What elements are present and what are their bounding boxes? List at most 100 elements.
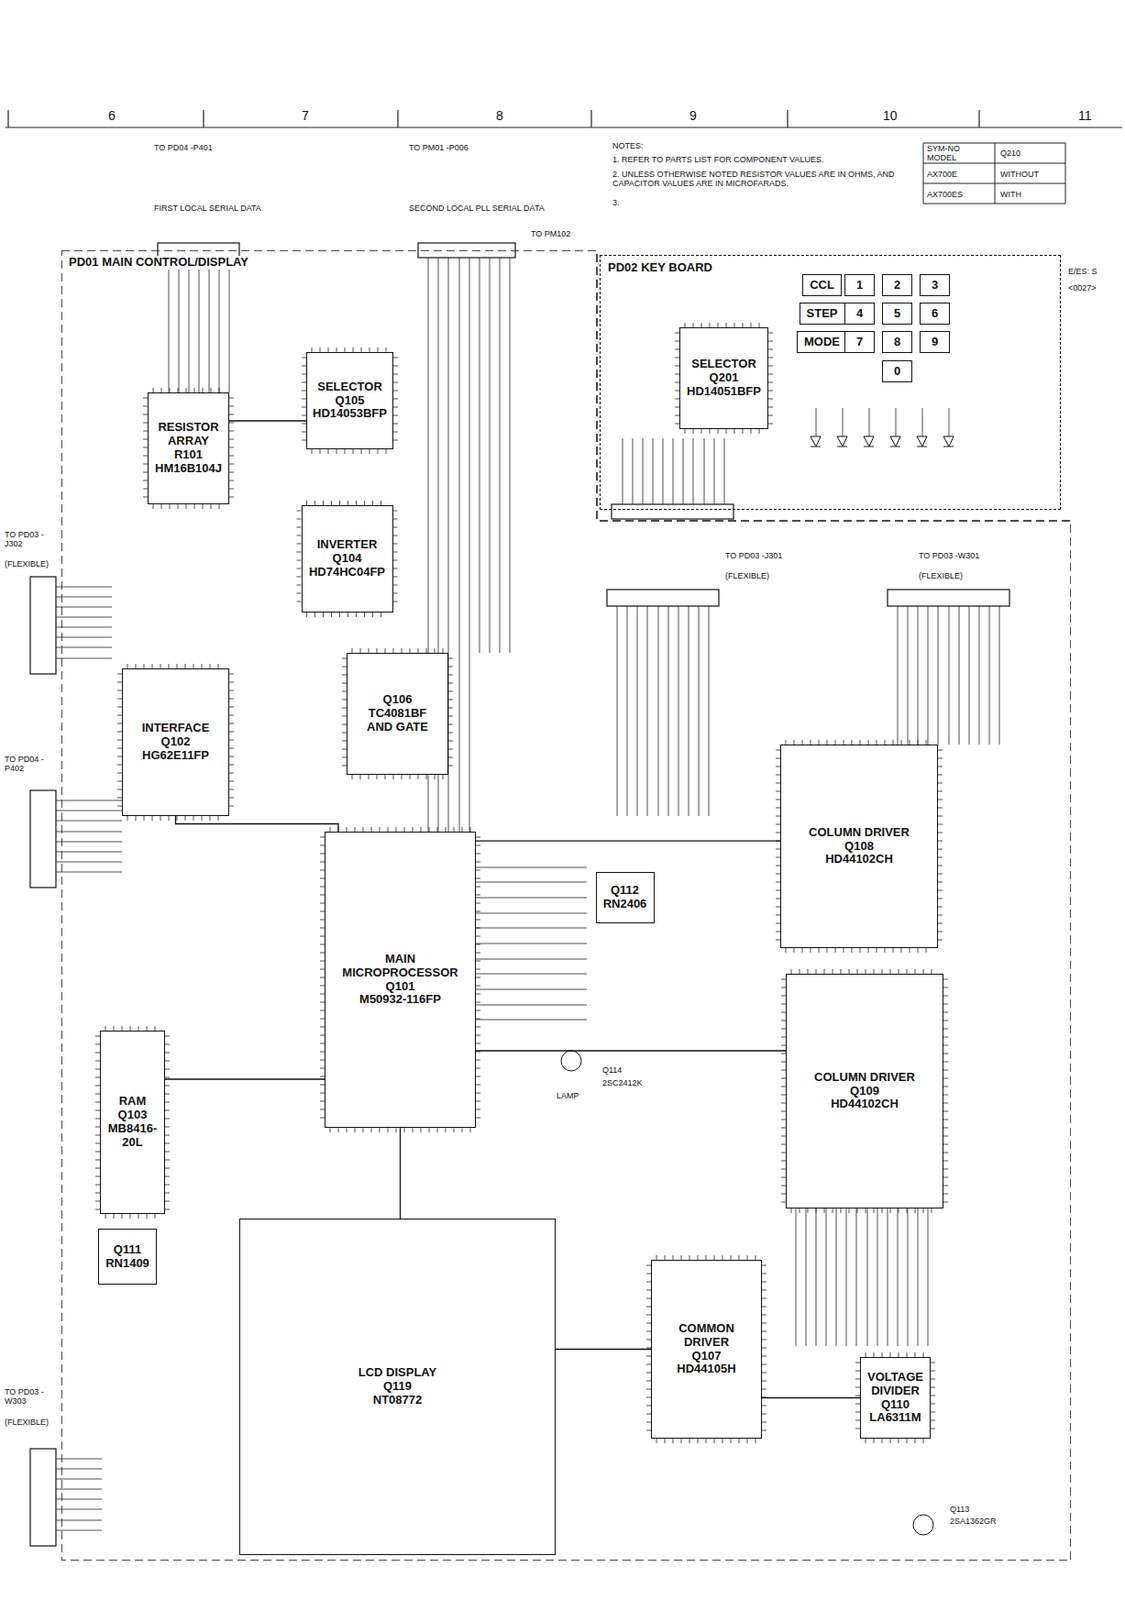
wire (683, 438, 684, 505)
board-title: PD02 KEY BOARD (606, 261, 715, 276)
annotation: AX700E (926, 169, 959, 179)
diode-symbol (810, 436, 821, 447)
wire (632, 438, 634, 505)
wire (188, 256, 190, 393)
wire (474, 1004, 587, 1006)
wire (474, 959, 587, 960)
key-button: MODE (796, 330, 848, 353)
wire (869, 408, 871, 437)
ic-pins (319, 827, 481, 1133)
wire (55, 861, 122, 863)
board-outline (61, 250, 1071, 1561)
part-text: Q104 (330, 551, 364, 566)
ic-package: RAMQ103MB8416-20L (99, 1030, 166, 1214)
key-button: 4 (844, 302, 875, 325)
wire (714, 438, 716, 505)
wire (397, 110, 398, 128)
wire (198, 256, 200, 393)
ic-package: INVERTERQ104HD74HC04FP (301, 505, 394, 613)
wire (55, 1458, 102, 1460)
wire (55, 800, 122, 802)
key-label: 7 (854, 335, 865, 350)
key-button: 7 (844, 330, 875, 353)
wire (698, 606, 700, 817)
wire (989, 606, 991, 745)
wire (55, 647, 112, 649)
grid-number: 8 (495, 108, 505, 123)
wire (55, 617, 112, 618)
wire (704, 438, 706, 505)
part-text: RESISTOR ARRAY (151, 420, 226, 449)
wire (627, 606, 629, 817)
ic-package: SELECTORQ105HD14053BFP (306, 352, 394, 450)
wire (55, 627, 112, 629)
ic-package: LCD DISPLAYQ119NT08772 (239, 1218, 556, 1556)
connector-strip (611, 504, 734, 519)
ic-package: RESISTOR ARRAYR101HM16B104J (147, 392, 230, 505)
wire (637, 606, 639, 817)
wire (907, 606, 909, 745)
wire (474, 867, 587, 869)
part-text: Q102 (159, 735, 193, 750)
annotation: (FLEXIBLE) (917, 571, 964, 581)
wire (922, 408, 924, 437)
annotation: Q114 (601, 1065, 623, 1075)
diode-symbol (890, 436, 901, 447)
annotation: MODEL (926, 153, 958, 163)
key-label: 4 (854, 307, 865, 321)
wire (55, 1499, 102, 1500)
grid-number: 6 (107, 108, 117, 123)
part-text: INVERTER (315, 538, 380, 552)
ic-package: COLUMN DRIVERQ109HD44102CH (785, 973, 944, 1209)
part-text: HM16B104J (153, 462, 224, 476)
wire (55, 851, 122, 853)
diode-symbol (863, 436, 874, 447)
annotation: NOTES: (611, 141, 645, 151)
wire (693, 438, 695, 505)
wire (55, 658, 112, 660)
key-label: 6 (929, 307, 940, 321)
grid-number: 10 (882, 108, 899, 123)
transistor-symbol (913, 1514, 934, 1535)
ic-package: COMMON DRIVERQ107HD44105H (650, 1259, 762, 1439)
part-text: HD14053BFP (310, 407, 389, 421)
part-text: Q105 (333, 394, 367, 409)
wire (816, 1208, 817, 1346)
board-title: PD01 MAIN CONTROL/DISPLAY (66, 255, 251, 270)
ic-package: Q111RN1409 (98, 1228, 157, 1285)
wire (55, 637, 112, 639)
annotation: Q210 (999, 148, 1022, 158)
annotation: TO PD03 -W303 (3, 1387, 57, 1407)
wire (937, 606, 939, 745)
key-button: 9 (919, 330, 950, 353)
wire (474, 943, 587, 945)
key-label: 2 (892, 278, 903, 293)
key-label: MODE (802, 335, 842, 350)
annotation: (FLEXIBLE) (3, 1417, 50, 1427)
wire (509, 256, 511, 653)
wire (474, 989, 587, 991)
ic-package: Q112RN2406 (595, 871, 655, 924)
part-text: Q103 (116, 1108, 150, 1123)
part-text: INTERFACE (140, 721, 212, 736)
part-text: Q106 (381, 693, 415, 707)
connector-strip (887, 589, 1010, 607)
annotation: SYM-NO (926, 143, 961, 154)
part-text: AND GATE (364, 720, 431, 735)
part-text: RN2406 (601, 897, 650, 912)
wire (658, 606, 660, 817)
wire (842, 408, 844, 437)
connector-strip (30, 1448, 56, 1546)
wire (617, 606, 618, 817)
part-text: HD14051BFP (684, 385, 763, 399)
wire (55, 831, 122, 833)
wire (474, 927, 587, 929)
part-text: HD44102CH (828, 1097, 901, 1112)
annotation: TO PD04 -P402 (3, 754, 57, 774)
part-text: R101 (172, 448, 205, 463)
annotation: 3. (611, 198, 621, 208)
wire (647, 606, 649, 817)
wire (688, 606, 690, 817)
annotation: 2. UNLESS OTHERWISE NOTED RESISTOR VALUE… (611, 169, 905, 189)
wire (55, 596, 112, 598)
